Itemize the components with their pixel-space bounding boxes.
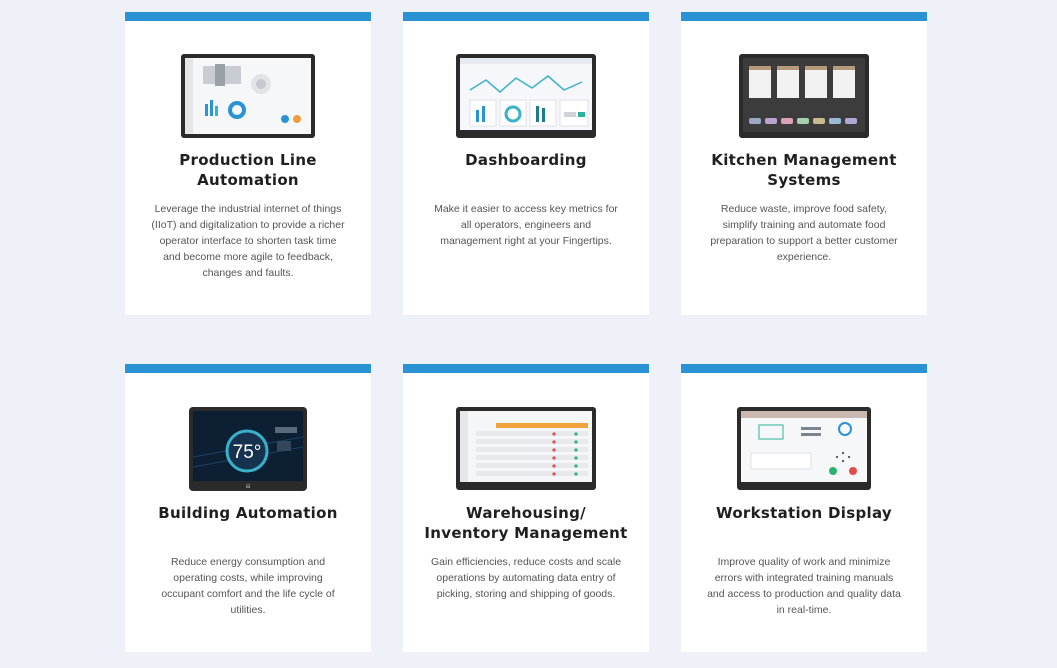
svg-text:⊟: ⊟ xyxy=(246,484,250,490)
card-title: Workstation Display xyxy=(716,504,892,522)
card-building-automation[interactable]: 75° ⊟ Building Automation Reduce energy … xyxy=(125,364,371,652)
card-accent-bar xyxy=(125,12,371,21)
card-title: Dashboarding xyxy=(465,151,587,169)
dashboard-tablet-image xyxy=(456,54,596,138)
card-warehousing[interactable]: Warehousing/Inventory Management Gain ef… xyxy=(403,364,649,652)
production-line-tablet-image xyxy=(181,54,315,138)
card-description: Make it easier to access key metrics for… xyxy=(434,203,618,247)
card-accent-bar xyxy=(681,364,927,373)
card-title: Warehousing/Inventory Management xyxy=(424,504,628,542)
card-dashboarding[interactable]: Dashboarding Make it easier to access ke… xyxy=(403,12,649,315)
kitchen-tablet-image xyxy=(739,54,869,138)
card-title: Building Automation xyxy=(158,504,338,522)
card-description: Reduce energy consumption and operating … xyxy=(161,556,335,616)
card-accent-bar xyxy=(403,364,649,373)
card-accent-bar xyxy=(125,364,371,373)
card-accent-bar xyxy=(681,12,927,21)
card-description: Leverage the industrial internet of thin… xyxy=(151,203,345,279)
card-description: Gain efficiencies, reduce costs and scal… xyxy=(430,556,622,600)
temperature-readout: 75° xyxy=(233,442,262,463)
workstation-tablet-image xyxy=(737,407,871,490)
warehouse-tablet-image xyxy=(456,407,596,490)
card-description: Improve quality of work and minimize err… xyxy=(707,556,901,616)
card-workstation-display[interactable]: Workstation Display Improve quality of w… xyxy=(681,364,927,652)
thermostat-tablet-image: 75° ⊟ xyxy=(189,407,307,491)
card-accent-bar xyxy=(403,12,649,21)
card-description: Reduce waste, improve food safety, simpl… xyxy=(710,203,898,263)
